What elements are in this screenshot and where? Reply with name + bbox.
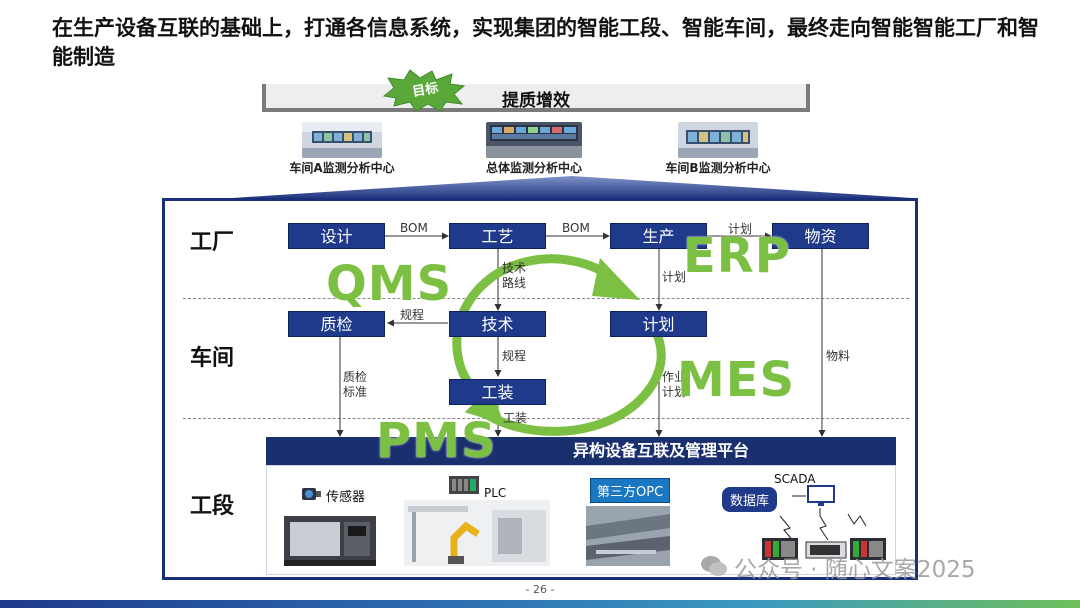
equipment-sensor-label: 传感器 xyxy=(326,486,365,505)
edge-label-rules-2: 规程 xyxy=(502,347,526,364)
system-erp: ERP xyxy=(683,228,791,284)
node-inspection: 质检 xyxy=(288,311,385,337)
equipment-opc-label: 第三方OPC xyxy=(590,478,670,503)
edge-label-bom-1: BOM xyxy=(400,221,428,235)
plc-icon xyxy=(448,474,480,496)
node-tooling: 工装 xyxy=(449,379,546,405)
bottom-accent-bar xyxy=(0,600,1080,608)
system-mes: MES xyxy=(677,352,795,408)
edge-label-qc-standard: 质检 标准 xyxy=(343,370,367,400)
sensor-icon xyxy=(300,484,322,504)
edge-label-material: 物料 xyxy=(826,347,850,364)
node-plan: 计划 xyxy=(610,311,707,337)
system-qms: QMS xyxy=(326,256,452,312)
page-number: - 26 - xyxy=(500,583,580,596)
node-design: 设计 xyxy=(288,223,385,249)
production-line-image xyxy=(586,506,670,566)
cnc-machine-image xyxy=(282,510,378,568)
wechat-icon xyxy=(700,553,728,579)
node-process: 工艺 xyxy=(449,223,546,249)
device-platform-label: 异构设备互联及管理平台 xyxy=(573,441,749,460)
edge-label-bom-2: BOM xyxy=(562,221,590,235)
edge-label-tech-route: 技术 路线 xyxy=(502,261,526,291)
watermark-text: 公众号 · 随心文案2025 xyxy=(734,550,975,584)
device-platform-bar: 异构设备互联及管理平台 xyxy=(266,437,896,465)
equipment-plc-label: PLC xyxy=(484,486,506,500)
node-technology: 技术 xyxy=(449,311,546,337)
edge-label-tooling: 工装 xyxy=(503,409,527,426)
system-pms: PMS xyxy=(376,413,497,469)
robot-cell-image xyxy=(404,500,550,566)
